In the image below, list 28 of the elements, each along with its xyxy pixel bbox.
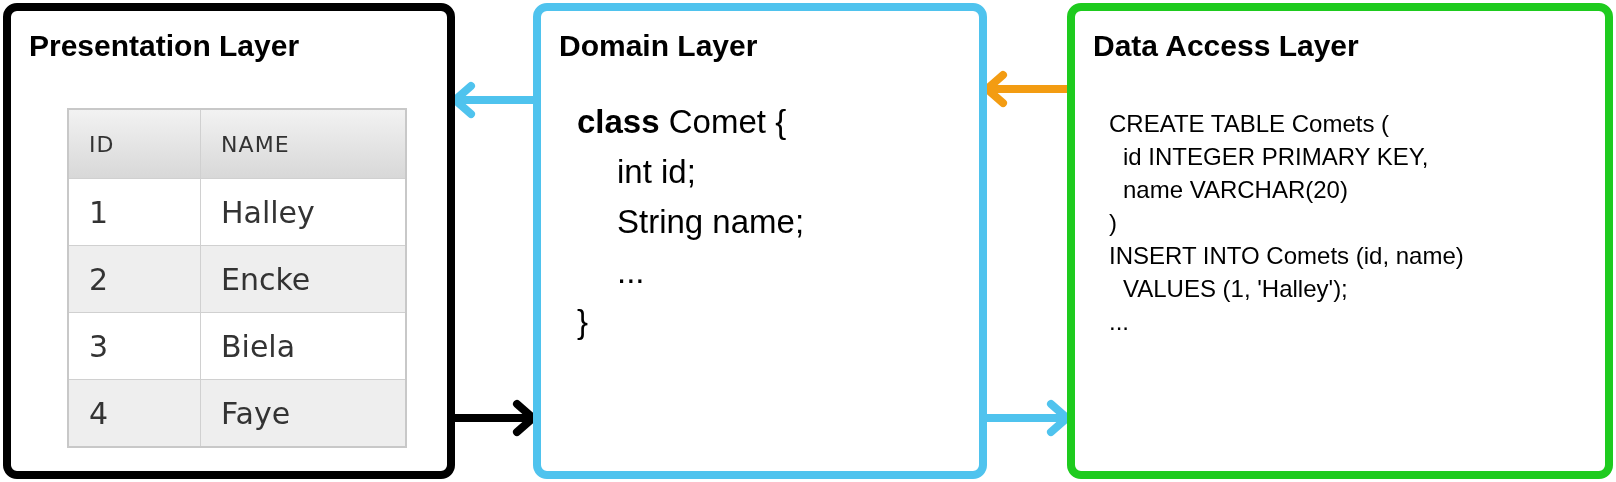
code-line: VALUES (1, 'Halley');: [1123, 275, 1348, 302]
layer-panel: [533, 3, 987, 479]
code-line: CREATE TABLE Comets (: [1109, 110, 1390, 137]
code-line: int id;: [617, 153, 696, 190]
table-cell-text: 4: [89, 394, 109, 433]
table-cell-text: Halley: [221, 193, 315, 232]
column-header: ID: [89, 130, 115, 159]
code-line: name VARCHAR(20): [1123, 176, 1348, 203]
column-header: NAME: [221, 130, 290, 159]
layer-title: Presentation Layer: [29, 28, 300, 64]
table-cell-text: Encke: [221, 260, 311, 299]
table-cell-text: 3: [89, 327, 109, 366]
table-cell-text: 1: [89, 193, 109, 232]
layer-panel: [1067, 3, 1613, 479]
table-cell-text: 2: [89, 260, 109, 299]
table-cell-text: Faye: [221, 394, 291, 433]
code-line: class Comet {: [577, 103, 787, 140]
code-line: ...: [617, 253, 645, 290]
table-cell-text: Biela: [221, 327, 296, 366]
code-line: String name;: [617, 203, 805, 240]
code-line: ): [1109, 209, 1117, 236]
layer-title: Domain Layer: [559, 28, 758, 64]
code-line: }: [577, 303, 589, 340]
code-line: ...: [1109, 308, 1129, 335]
code-line: id INTEGER PRIMARY KEY,: [1123, 143, 1429, 170]
layer-title: Data Access Layer: [1093, 28, 1359, 64]
layer-panel: [3, 3, 455, 479]
code-line: INSERT INTO Comets (id, name): [1109, 242, 1464, 269]
